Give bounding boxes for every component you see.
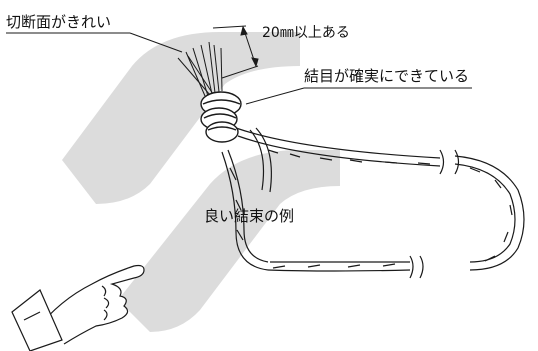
label-good-example: 良い結束の例 [204,207,295,225]
knot [200,91,242,143]
frayed-ends [177,41,223,97]
watermark-logo [62,32,340,332]
label-cut-surface: 切断面がきれい [6,13,112,31]
label-tail-length: 20㎜以上ある [262,25,350,41]
leader-knot-pointer [245,87,305,105]
label-knot-secure: 結目が確実にできている [304,67,470,85]
dimension-marker [212,25,259,79]
leader-cut-pointer [129,32,183,53]
rope-loop [221,127,525,279]
pointing-hand-icon [11,264,145,351]
leader-lines [6,32,472,105]
